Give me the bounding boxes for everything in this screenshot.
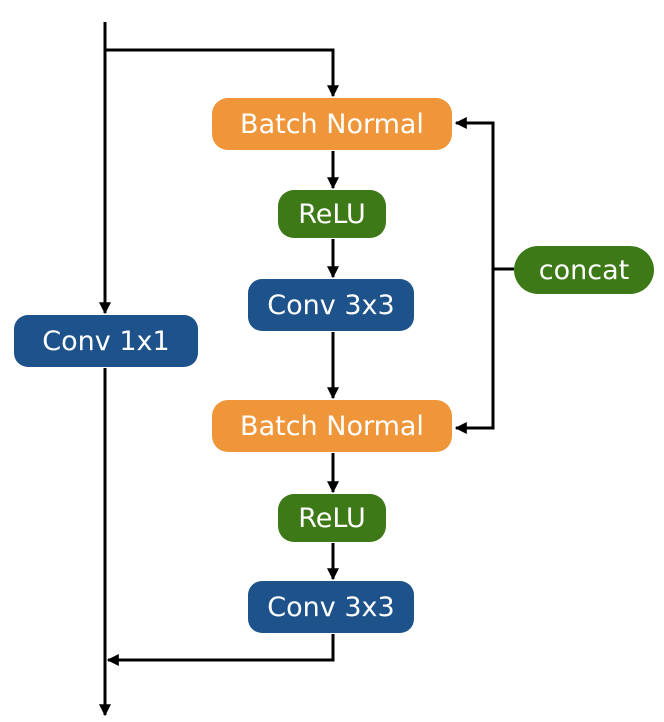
- relu-node-2: ReLU: [278, 494, 386, 542]
- conv3x3-node-2: Conv 3x3: [248, 581, 414, 633]
- conv1x1-node-label: Conv 1x1: [42, 325, 170, 357]
- edge-concat-to-bn1: [454, 117, 495, 269]
- relu-node-2-label: ReLU: [298, 502, 366, 534]
- batch-normal-node-1-label: Batch Normal: [240, 108, 424, 140]
- batch-normal-node-1: Batch Normal: [212, 98, 452, 150]
- concat-node: concat: [514, 246, 654, 294]
- conv1x1-node: Conv 1x1: [14, 315, 198, 367]
- conv3x3-node-2-label: Conv 3x3: [267, 591, 395, 623]
- conv3x3-node-1-label: Conv 3x3: [267, 289, 395, 321]
- edge-concat-to-bn2: [454, 269, 495, 434]
- conv3x3-node-1: Conv 3x3: [248, 279, 414, 331]
- edge-input-to-batch-normal-1: [105, 48, 339, 98]
- edge-conv2-to-merge: [106, 634, 335, 666]
- concat-node-label: concat: [538, 254, 630, 286]
- relu-node-1: ReLU: [278, 190, 386, 238]
- batch-normal-node-2-label: Batch Normal: [240, 410, 424, 442]
- batch-normal-node-2: Batch Normal: [212, 400, 452, 452]
- relu-node-1-label: ReLU: [298, 198, 366, 230]
